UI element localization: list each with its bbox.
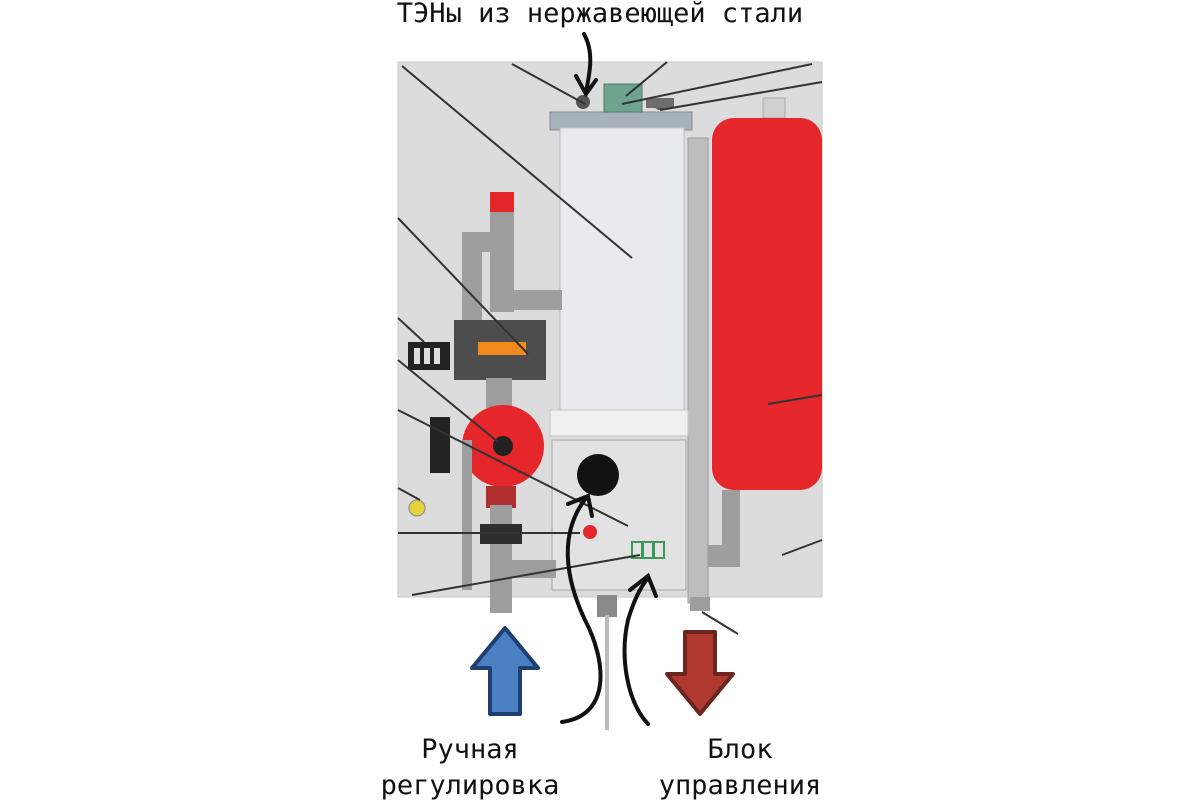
expansion-vessel-cap <box>762 97 786 119</box>
tank-flange <box>549 111 693 131</box>
arrow-down-icon <box>665 630 735 716</box>
heaters-label: ТЭНы из нержавеющей стали <box>396 0 804 29</box>
indicator-lamp <box>583 525 597 539</box>
control-unit-line-2: управления <box>658 770 822 801</box>
center-stub <box>597 595 617 617</box>
pump-outlet-pipe <box>490 505 512 605</box>
safety-valve-red <box>490 192 514 214</box>
control-unit-line-1: Блок <box>707 734 773 765</box>
control-box <box>551 439 687 591</box>
expansion-vessel <box>712 118 822 490</box>
supply-pipe-bend <box>708 545 740 567</box>
pump-center <box>493 436 513 456</box>
flow-block-indicator <box>478 342 526 355</box>
connection-to-tank <box>510 290 562 310</box>
knob-icon <box>577 454 619 496</box>
control-annotation-arrow <box>622 572 658 726</box>
heating-tank <box>559 127 685 411</box>
manual-annotation-arrow <box>560 493 603 724</box>
switch-block <box>430 417 450 473</box>
outlet-stub <box>690 597 710 611</box>
manual-adjustment-line-2: регулировка <box>380 770 560 801</box>
manual-adjustment-line-1: Ручная <box>421 734 519 765</box>
return-pipe-left-drop <box>462 232 482 322</box>
inlet-stub <box>490 597 512 613</box>
tank-bottom-band <box>549 409 689 437</box>
supply-pipe <box>687 137 709 604</box>
supply-pipe-drop <box>722 490 740 550</box>
arrow-up-icon <box>470 626 540 716</box>
heaters-annotation-arrow <box>574 32 598 98</box>
return-pipe-bottom <box>510 560 556 578</box>
drain-valve <box>408 499 426 517</box>
manual-adjustment-label: Ручная регулировка <box>360 732 580 804</box>
heater-terminal-3 <box>646 98 674 108</box>
pump-bottom <box>486 486 516 508</box>
pressure-sensor-icon <box>408 342 450 370</box>
pump-pipe-upper <box>486 378 512 408</box>
control-unit-label: Блок управления <box>630 732 850 804</box>
left-vertical-pipe <box>462 440 472 590</box>
terminal-block-icon <box>631 541 665 559</box>
